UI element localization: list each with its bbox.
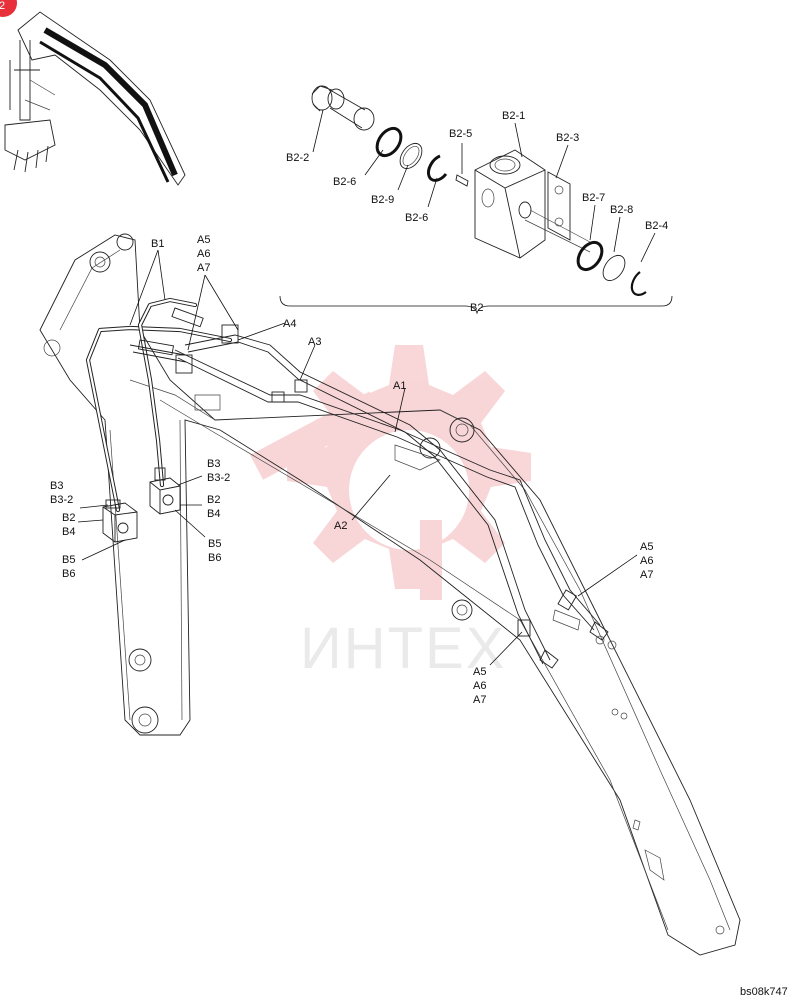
- snap-ring-b2-4: [630, 271, 647, 296]
- label-a7-bottom: A7: [473, 694, 486, 706]
- excavator-thumbnail: [4, 11, 186, 186]
- hydraulic-lines: [85, 297, 609, 669]
- label-a5-top: A5: [197, 234, 210, 246]
- pin-b2-2: [311, 85, 375, 131]
- label-a6-right: A6: [640, 555, 653, 567]
- label-b2-1: B2-1: [502, 110, 525, 122]
- label-left-b4: B4: [62, 526, 75, 538]
- label-a1: A1: [393, 380, 406, 392]
- label-left-b6: B6: [62, 568, 75, 580]
- leader-lines: [77, 109, 656, 666]
- group-bracket: [279, 295, 673, 315]
- label-a6-bottom: A6: [473, 680, 486, 692]
- callout-labels: B1 A5 A6 A7 A4 A3 A1 A2 B2-1 B2-2 B2-3 B…: [50, 110, 788, 998]
- label-a3: A3: [308, 336, 321, 348]
- label-a5-right: A5: [640, 541, 653, 553]
- snap-ring-b2-6-b: [427, 154, 448, 182]
- ring-b2-9: [399, 142, 423, 170]
- fitting-group-top: [137, 307, 308, 403]
- label-a6-top: A6: [197, 248, 210, 260]
- label-right-b4: B4: [207, 508, 220, 520]
- svg-text:2: 2: [0, 0, 5, 12]
- label-b2-6-a: B2-6: [333, 176, 356, 188]
- label-b2-8: B2-8: [610, 204, 633, 216]
- label-b2-3: B2-3: [556, 132, 579, 144]
- watermark: ИНТЕХ: [250, 345, 531, 681]
- o-ring-b2-6-a: [375, 126, 403, 158]
- valve-block-right: [149, 467, 181, 515]
- label-right-b5: B5: [208, 538, 221, 550]
- o-ring-b2-7: [576, 240, 604, 272]
- label-b2-4: B2-4: [645, 220, 668, 232]
- label-b1: B1: [151, 238, 164, 250]
- watermark-text: ИНТЕХ: [300, 616, 506, 681]
- plate-b2-3: [547, 171, 571, 241]
- label-left-b3: B3: [50, 480, 63, 492]
- label-left-b3-2: B3-2: [50, 494, 73, 506]
- label-right-b3-2: B3-2: [207, 472, 230, 484]
- valve-block-b2-1: [474, 149, 546, 259]
- label-b2-9: B2-9: [371, 194, 394, 206]
- clamp-bottom: [517, 619, 531, 637]
- clamp-right: [557, 589, 578, 611]
- label-b2-7: B2-7: [582, 192, 605, 204]
- label-left-b5: B5: [62, 554, 75, 566]
- label-b2-5: B2-5: [449, 128, 472, 140]
- valve-block-left: [102, 499, 138, 543]
- pin-b2-5: [455, 174, 469, 187]
- label-left-b2: B2: [62, 512, 75, 524]
- label-b2-6-b: B2-6: [405, 212, 428, 224]
- watermark-gear-icon: [250, 345, 531, 600]
- label-right-b2: B2: [207, 494, 220, 506]
- boom-structure: [39, 233, 741, 956]
- label-a7-right: A7: [640, 569, 653, 581]
- page-badge: 2: [0, 0, 17, 17]
- label-a5-bottom: A5: [473, 666, 486, 678]
- drawing-code: bs08k747: [740, 986, 788, 998]
- label-a2: A2: [334, 520, 347, 532]
- valve-assembly-exploded: [279, 85, 673, 315]
- label-right-b3: B3: [207, 458, 220, 470]
- label-right-b6: B6: [208, 552, 221, 564]
- label-a7-top: A7: [197, 262, 210, 274]
- label-b2-group: B2: [470, 302, 483, 314]
- label-b2-2: B2-2: [286, 152, 309, 164]
- label-a4: A4: [283, 318, 296, 330]
- ring-b2-8: [602, 254, 626, 282]
